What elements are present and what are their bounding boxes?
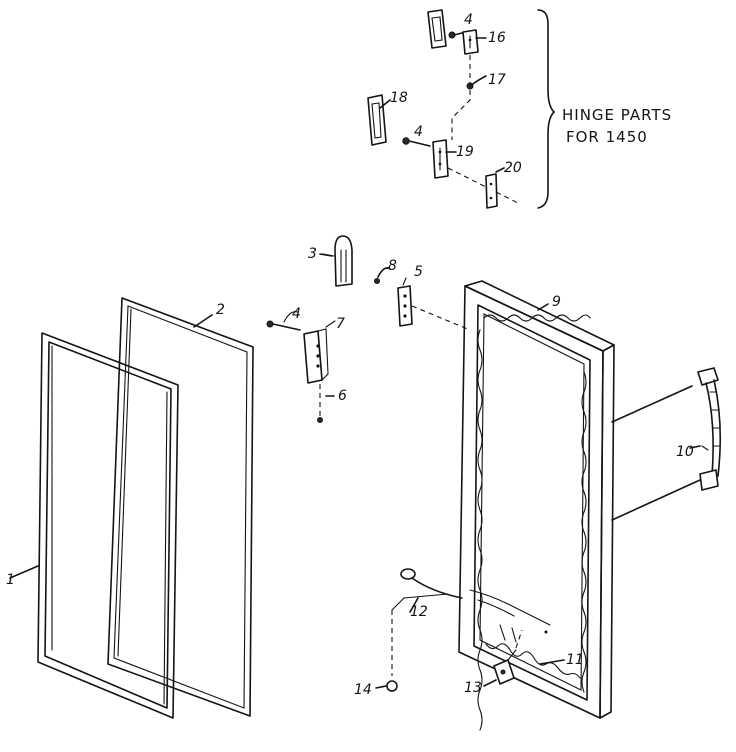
hinge-bracket-20 xyxy=(485,173,498,209)
label-part-13: 13 xyxy=(464,680,482,696)
label-part-2: 2 xyxy=(216,302,225,318)
hinge-cover-18 xyxy=(367,94,387,146)
hinge-cover-top xyxy=(427,9,447,49)
lower-hinge-19 xyxy=(432,139,449,179)
label-part-4-middle: 4 xyxy=(414,124,423,140)
label-part-6: 6 xyxy=(338,388,347,404)
label-part-9: 9 xyxy=(552,294,561,310)
upper-hinge-16 xyxy=(462,29,479,55)
label-part-16: 16 xyxy=(488,30,506,46)
door-assembly-9 xyxy=(458,280,701,731)
hinge-screw-middle xyxy=(402,137,431,147)
handle-10 xyxy=(697,367,722,491)
switch-13 xyxy=(493,629,523,685)
label-part-17: 17 xyxy=(488,72,506,88)
label-part-14: 14 xyxy=(354,682,372,698)
label-part-1: 1 xyxy=(6,572,15,588)
label-part-4-top: 4 xyxy=(464,12,473,28)
light-socket-12 xyxy=(391,568,463,676)
leader-lines xyxy=(9,37,701,689)
label-part-3: 3 xyxy=(308,246,317,262)
screw-8-hinge-5 xyxy=(374,267,471,331)
label-part-5: 5 xyxy=(414,264,423,280)
label-part-10: 10 xyxy=(676,444,694,460)
label-part-8: 8 xyxy=(388,258,397,274)
label-part-7: 7 xyxy=(336,316,345,332)
label-part-19: 19 xyxy=(456,144,474,160)
label-part-4-lower: 4 xyxy=(292,306,301,322)
label-part-11: 11 xyxy=(566,652,584,668)
liner-panel-2 xyxy=(107,297,254,717)
label-part-18: 18 xyxy=(390,90,408,106)
hinge-parts-brace xyxy=(537,9,555,209)
hinge-screw-top xyxy=(448,31,463,39)
hinge-cover-3 xyxy=(322,235,353,287)
label-part-20: 20 xyxy=(504,160,522,176)
gasket-frame-1 xyxy=(37,332,179,719)
hinge-parts-group xyxy=(367,9,555,209)
screw-4-hinge-7-pin-6 xyxy=(266,311,336,423)
hinge-note-line-2: FOR 1450 xyxy=(566,128,648,146)
hinge-note-line-1: HINGE PARTS xyxy=(562,106,672,124)
label-part-12: 12 xyxy=(410,604,428,620)
screw-14 xyxy=(386,680,398,692)
